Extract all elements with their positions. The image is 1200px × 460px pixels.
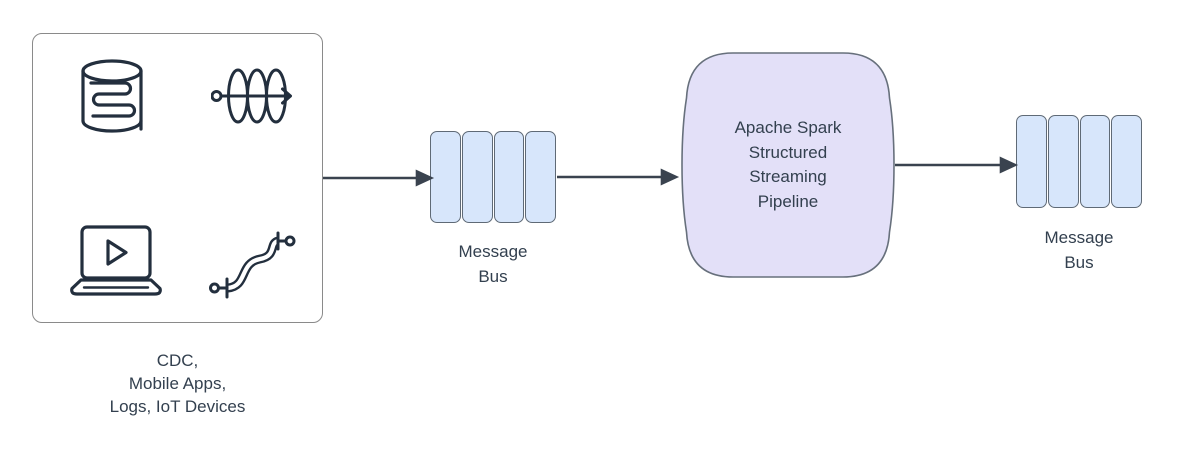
message-bus-left-label: Message Bus	[430, 239, 556, 289]
bus-partition	[1079, 115, 1111, 208]
data-stream-icon	[211, 64, 299, 128]
sources-label-line: Logs, IoT Devices	[109, 397, 246, 416]
spark-pipeline-label: Apache Spark Structured Streaming Pipeli…	[681, 51, 895, 279]
database-icon	[79, 59, 151, 135]
data-pipeline-icon	[206, 229, 296, 301]
sources-label-line: Mobile Apps,	[128, 374, 227, 393]
bus-partition	[493, 131, 525, 223]
bus-partition	[1016, 115, 1047, 208]
spark-label-line: Pipeline	[757, 191, 819, 211]
bus-label-line: Message	[458, 242, 528, 261]
bus-label-line: Message	[1044, 228, 1114, 247]
bus-partition	[525, 131, 556, 223]
bus-label-line: Bus	[478, 267, 508, 286]
laptop-media-icon	[69, 225, 163, 297]
bus-partition	[461, 131, 493, 223]
spark-label-line: Apache Spark	[734, 118, 842, 137]
message-bus-right-node	[1016, 115, 1142, 208]
bus-label-line: Bus	[1064, 253, 1094, 272]
message-bus-left-node	[430, 131, 556, 223]
message-bus-right-label: Message Bus	[1016, 225, 1142, 275]
bus-partition	[430, 131, 461, 223]
spark-label-line: Streaming	[749, 167, 827, 186]
sources-node	[32, 33, 323, 323]
sources-label-line: CDC,	[156, 351, 199, 370]
arrow-spark-to-bus	[895, 156, 1019, 174]
bus-partition	[1111, 115, 1142, 208]
spark-pipeline-node	[681, 51, 895, 279]
sources-label: CDC, Mobile Apps, Logs, IoT Devices	[32, 349, 323, 418]
spark-pipeline-shape	[681, 52, 895, 278]
bus-partition	[1047, 115, 1079, 208]
arrow-sources-to-bus	[323, 169, 435, 187]
spark-label-line: Structured	[748, 142, 828, 162]
arrow-bus-to-spark	[557, 168, 680, 186]
